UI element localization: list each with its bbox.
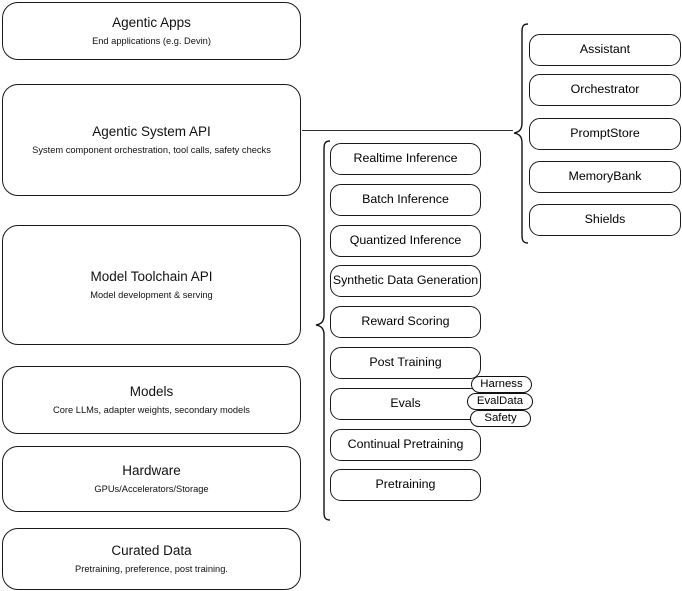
eval-tag-label: Safety: [484, 411, 517, 424]
layer-title: Models: [129, 383, 174, 399]
toolchain-item-label: Pretraining: [375, 477, 436, 492]
eval-tag-label: EvalData: [476, 394, 524, 407]
toolchain-item-label: Realtime Inference: [353, 151, 458, 166]
toolchain-item-label: Continual Pretraining: [347, 437, 464, 452]
system-item-label: Assistant: [579, 42, 631, 57]
layer-model-toolchain-api[interactable]: Model Toolchain API Model development & …: [2, 225, 301, 345]
system-item-promptstore[interactable]: PromptStore: [529, 118, 681, 150]
layer-models[interactable]: Models Core LLMs, adapter weights, secon…: [2, 366, 301, 434]
toolchain-item-label: Reward Scoring: [361, 314, 450, 329]
toolchain-item-label: Synthetic Data Generation: [332, 273, 479, 288]
system-item-orchestrator[interactable]: Orchestrator: [529, 74, 681, 106]
layer-title: Agentic Apps: [112, 14, 191, 30]
layer-subtitle: Core LLMs, adapter weights, secondary mo…: [53, 404, 250, 415]
layer-title: Model Toolchain API: [90, 268, 213, 284]
toolchain-item-realtime-inference[interactable]: Realtime Inference: [330, 143, 481, 175]
layer-curated-data[interactable]: Curated Data Pretraining, preference, po…: [2, 528, 301, 590]
eval-tag-evaldata[interactable]: EvalData: [467, 393, 533, 410]
layer-subtitle: End applications (e.g. Devin): [92, 35, 211, 46]
system-item-shields[interactable]: Shields: [529, 204, 681, 236]
layer-subtitle: GPUs/Accelerators/Storage: [94, 483, 209, 494]
system-item-label: PromptStore: [570, 126, 640, 141]
toolchain-item-label: Quantized Inference: [349, 233, 462, 248]
layer-agentic-apps[interactable]: Agentic Apps End applications (e.g. Devi…: [2, 2, 301, 60]
connector-agentic-system-api-to-system-components: [302, 130, 513, 131]
toolchain-item-pretraining[interactable]: Pretraining: [330, 469, 481, 501]
system-item-assistant[interactable]: Assistant: [529, 34, 681, 66]
toolchain-item-reward-scoring[interactable]: Reward Scoring: [330, 306, 481, 338]
system-item-label: Shields: [584, 212, 626, 227]
toolchain-item-label: Batch Inference: [362, 192, 449, 207]
eval-tag-safety[interactable]: Safety: [470, 410, 531, 427]
layer-subtitle: System component orchestration, tool cal…: [32, 144, 271, 155]
layer-title: Curated Data: [111, 542, 192, 558]
layer-title: Agentic System API: [92, 123, 211, 139]
toolchain-item-label: Post Training: [369, 355, 442, 370]
toolchain-item-post-training[interactable]: Post Training: [330, 347, 481, 379]
system-item-memorybank[interactable]: MemoryBank: [529, 161, 681, 193]
toolchain-item-synthetic-data-generation[interactable]: Synthetic Data Generation: [330, 265, 481, 297]
system-item-label: MemoryBank: [568, 169, 642, 184]
layer-hardware[interactable]: Hardware GPUs/Accelerators/Storage: [2, 446, 301, 512]
brace-agentic-system-components: [513, 23, 529, 244]
toolchain-item-batch-inference[interactable]: Batch Inference: [330, 184, 481, 216]
toolchain-item-evals[interactable]: Evals: [330, 388, 481, 420]
eval-tag-label: Harness: [480, 377, 523, 390]
toolchain-item-quantized-inference[interactable]: Quantized Inference: [330, 225, 481, 257]
brace-model-toolchain-components: [315, 140, 331, 521]
system-item-label: Orchestrator: [570, 82, 640, 97]
toolchain-item-label: Evals: [390, 396, 421, 411]
layer-agentic-system-api[interactable]: Agentic System API System component orch…: [2, 84, 301, 196]
eval-tag-harness[interactable]: Harness: [471, 376, 532, 393]
layer-subtitle: Model development & serving: [90, 289, 213, 300]
layer-subtitle: Pretraining, preference, post training.: [75, 563, 228, 574]
layer-title: Hardware: [122, 462, 181, 478]
toolchain-item-continual-pretraining[interactable]: Continual Pretraining: [330, 429, 481, 461]
